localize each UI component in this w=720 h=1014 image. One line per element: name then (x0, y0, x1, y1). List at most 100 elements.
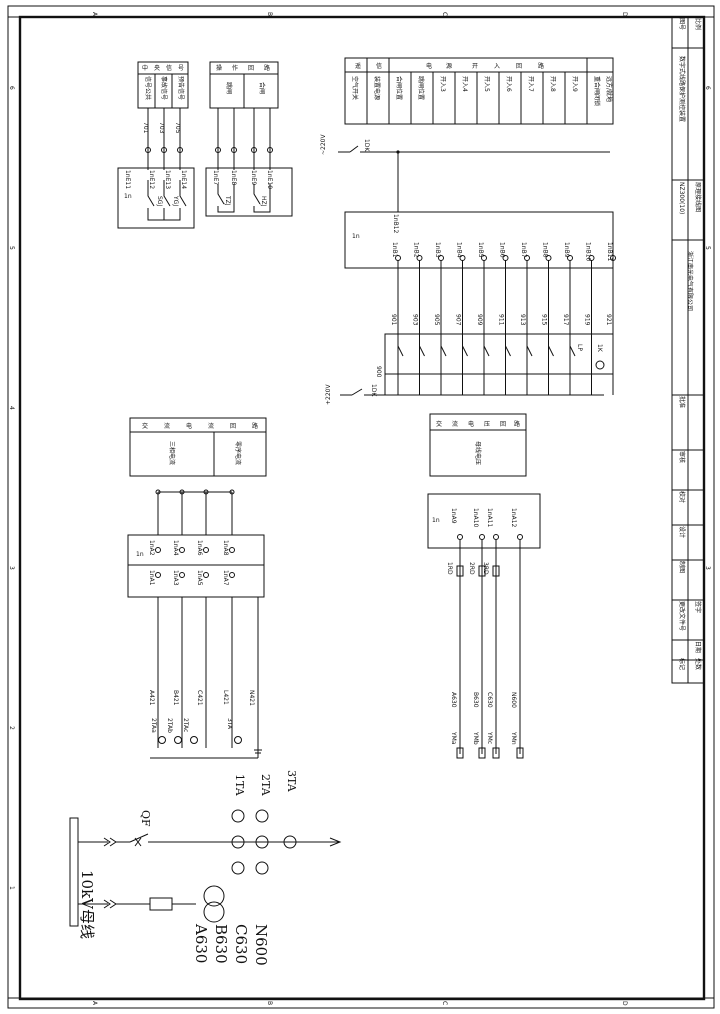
column-marker: D (621, 1001, 628, 1006)
row-marker: 5 (704, 246, 711, 250)
ac-current-header: 电 (186, 422, 192, 430)
vt-bus-end (456, 747, 464, 759)
di-contact (548, 345, 554, 357)
bottom-cell: 更改文件号 (678, 601, 686, 631)
drawing-number: NZ300(10) (678, 182, 685, 214)
fuse-top: 1DK (363, 139, 370, 152)
ct-coil (234, 736, 242, 744)
di-wire-label: 915 (541, 314, 548, 326)
ct-name: 2TAb (166, 718, 173, 733)
ac-current-header: 回 (230, 423, 236, 430)
signal-table: 中 央 信 号 信号公共 事故信号 预告信号 701 703 705 1nE11… (117, 61, 195, 229)
terminal-dot (179, 572, 185, 578)
signal-contact: SGJ (156, 196, 163, 206)
di-wire-label: 903 (412, 314, 419, 326)
terminal-dot (479, 534, 485, 540)
ct-terminal: 1nA3 (172, 570, 179, 586)
vt-fuse-label: 2RD (468, 562, 475, 575)
di-row: 开入9 (571, 76, 578, 92)
ct-wire-label: N421 (248, 690, 255, 706)
fuse-bottom: 1DK (370, 384, 377, 397)
grid-markers: A B C D A B C D 1 2 3 4 5 6 6 5 3 (8, 12, 711, 1006)
di-row: 远方/就地 (605, 76, 613, 102)
di-table-header: 信 (376, 62, 382, 70)
ct-label: 3TA (285, 770, 298, 793)
trip-row: 合闸 (258, 82, 266, 94)
trip-table-header: 路 (264, 64, 270, 72)
di-wire-label: 901 (390, 314, 397, 326)
signal-row: 预告信号 (177, 76, 185, 100)
signal-wire: 705 (174, 122, 181, 134)
drawing-subtitle: 原理接线图 (694, 182, 702, 212)
signal-row: 信号公共 (144, 76, 152, 100)
vt-bus-label: YMb (472, 731, 479, 745)
ac-voltage-table: 交 流 电 压 回 路 母线电压 (429, 413, 527, 477)
trip-terminal: 1nE9 (250, 170, 257, 185)
di-circuit: ~220V 1DK 1n 1nB12 1nB19011nB29031nB3905… (320, 134, 616, 405)
ac-voltage-header: 交 (436, 420, 442, 428)
di-box-id: 1n (352, 233, 360, 240)
ac-current-table: 交 流 电 流 回 路 三相电流 零序电流 (129, 417, 267, 477)
vt-label: B630 (212, 924, 230, 964)
row-marker: 6 (8, 86, 15, 90)
di-wire-label: 907 (455, 314, 462, 326)
trip-contact: HZJ (260, 196, 267, 207)
column-marker: B (266, 1001, 273, 1005)
ct-wire-label: A421 (148, 690, 155, 706)
ac-voltage-header: 流 (452, 420, 458, 428)
di-table-header: 入 (494, 63, 500, 70)
bus-label: 10kV母线 (78, 870, 96, 939)
row-marker: 2 (8, 726, 15, 730)
di-special: 1K (596, 344, 603, 353)
column-marker: C (441, 12, 448, 16)
column-marker: A (91, 1001, 98, 1006)
vt-terminal: 1nA9 (450, 508, 457, 524)
di-terminal: 1nB5 (477, 242, 484, 258)
ac-current-header: 路 (252, 422, 258, 430)
di-wire-label: 913 (519, 314, 526, 326)
vt-label: C630 (232, 924, 250, 964)
terminal-dot (179, 547, 185, 553)
trip-table: 操 作 回 路 跳闸 合闸 1nE7 1nE8 1nE9 1nE10 TZJ H… (205, 61, 293, 217)
title-header-cell: 比例 (694, 18, 702, 30)
di-contact (462, 345, 468, 357)
vt-bus-label: YMn (510, 731, 517, 745)
di-contact (397, 345, 404, 357)
trip-terminal: 1nE8 (230, 170, 237, 185)
di-row: 跳闸位置 (417, 76, 425, 100)
terminal-dot (493, 534, 499, 540)
terminal-dot (517, 534, 523, 540)
ct-wire-label: B421 (172, 690, 179, 706)
row-marker: 3 (8, 566, 15, 570)
di-terminal: 1nB10 (585, 242, 592, 262)
vt-fuse (456, 565, 464, 577)
ct-terminal: 1nA6 (196, 540, 203, 556)
di-terminal: 1nB3 (434, 242, 441, 258)
ac-voltage-cell: 母线电压 (474, 441, 482, 465)
di-table-header: 源 (446, 62, 452, 70)
terminal-dot (203, 547, 209, 553)
di-row: 合闸位置 (395, 76, 403, 100)
di-terminal: 1nB9 (563, 242, 570, 258)
di-table-header: 回 (516, 63, 522, 70)
ac-voltage-header: 路 (514, 420, 520, 428)
di-row: 开入7 (527, 76, 534, 92)
di-wire-label: 909 (476, 314, 483, 326)
di-row: 开入3 (439, 76, 446, 92)
di-terminal: 1nB7 (520, 242, 527, 258)
vt-wire-label: A630 (450, 692, 457, 708)
ac-current-cell: 三相电流 (168, 441, 176, 465)
drawing-frame (7, 5, 715, 1009)
signal-table-header: 号 (178, 65, 184, 72)
vt-terminal: 1nA12 (510, 508, 517, 528)
ac-voltage-header: 压 (484, 421, 490, 428)
title-block: 图号 比例 数字式线路保护测控装置 NZ300(10) 原理接线图 浙江南光电气… (671, 16, 705, 684)
